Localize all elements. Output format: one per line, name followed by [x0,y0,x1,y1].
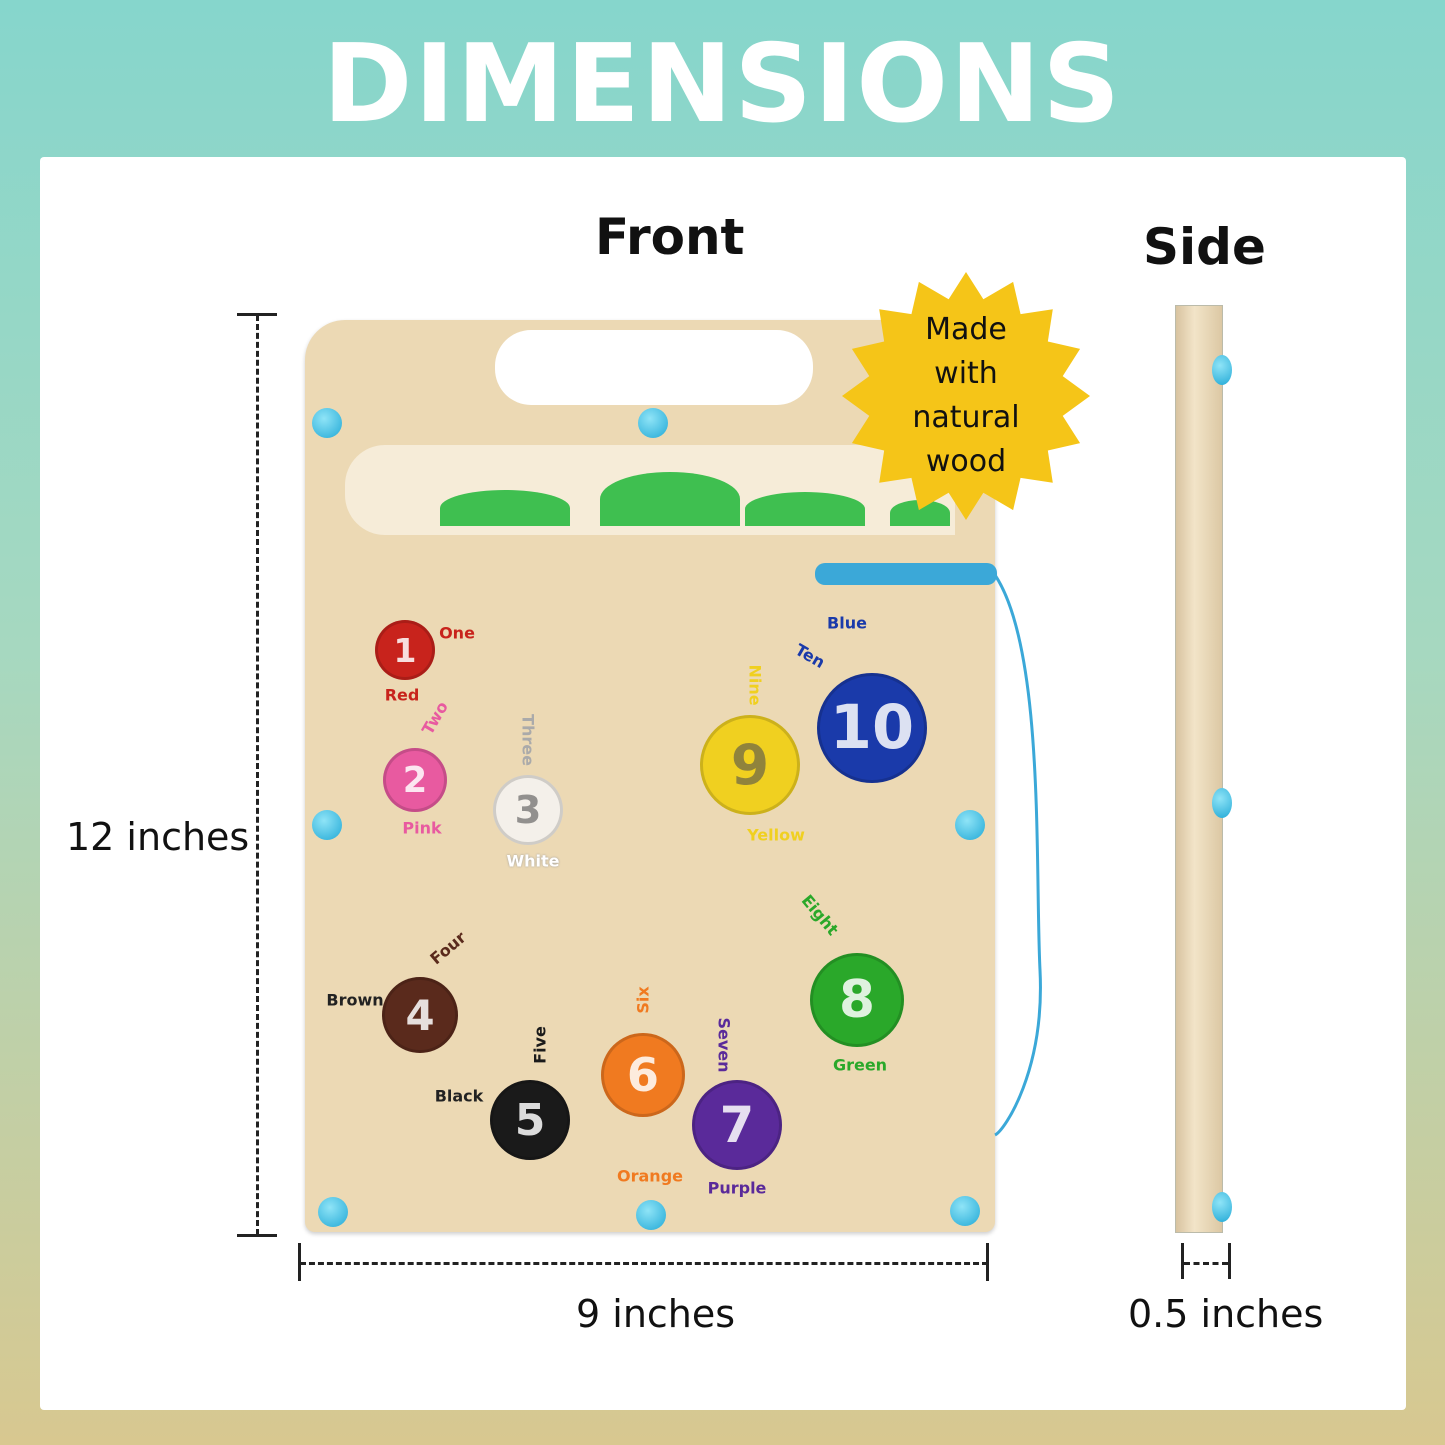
number-word-label: Six [633,986,653,1014]
bush-illustration [745,492,865,526]
bead-slot-8: 8 [810,953,904,1047]
slot-number: 7 [719,1096,755,1154]
bush-illustration [600,472,740,526]
bead-slot-2: 2 [383,748,447,812]
slot-number: 4 [405,990,435,1040]
board-side-view [1175,305,1223,1233]
number-word-label: Seven [714,1017,734,1073]
side-heading: Side [1143,218,1266,276]
color-name-label: Yellow [747,825,805,845]
slot-number: 1 [393,630,417,670]
bead-slot-1: 1 [375,620,435,680]
bead-slot-9: 9 [700,715,800,815]
color-name-label: Pink [402,818,442,838]
slot-number: 9 [730,733,770,797]
slot-number: 2 [402,759,428,801]
depth-dimension-line [1184,1262,1228,1265]
bead-slot-6: 6 [601,1033,685,1117]
slot-number: 6 [626,1048,660,1102]
color-name-label: Orange [617,1166,683,1186]
bead-slot-4: 4 [382,977,458,1053]
magnetic-pen [815,563,997,585]
number-word-label: Three [518,714,538,766]
board-handle-cutout [495,330,813,405]
number-word-label: Five [530,1026,550,1064]
width-tick-left [298,1243,301,1281]
peg-icon [318,1197,348,1227]
bead-slot-5: 5 [490,1080,570,1160]
peg-icon [312,408,342,438]
height-label: 12 inches [66,815,250,859]
depth-tick-right [1228,1243,1231,1279]
peg-icon [950,1196,980,1226]
peg-icon [1212,355,1232,385]
number-word-label: Nine [745,664,765,706]
color-name-label: Brown [326,990,384,1010]
color-name-label: Red [384,685,420,705]
number-word-label: One [439,623,475,643]
width-label: 9 inches [576,1292,736,1336]
depth-label: 0.5 inches [1128,1292,1324,1336]
peg-icon [638,408,668,438]
color-name-label: Purple [707,1178,767,1198]
natural-wood-badge: Made with natural wood [842,272,1090,520]
depth-tick-left [1181,1243,1184,1279]
width-dimension-line [300,1262,988,1265]
color-name-label: Black [434,1086,484,1106]
bead-slot-7: 7 [692,1080,782,1170]
width-tick-right [986,1243,989,1281]
slot-number: 5 [514,1094,546,1146]
color-name-label: White [506,851,560,871]
page-title: DIMENSIONS [322,22,1123,147]
slot-number: 8 [839,970,875,1030]
pen-string [993,574,1042,1137]
height-tick-top [237,313,277,316]
height-tick-bottom [237,1234,277,1237]
badge-text: Made with natural wood [912,312,1020,479]
peg-icon [1212,788,1232,818]
color-name-label: Blue [827,613,867,633]
slot-number: 3 [514,787,542,833]
peg-icon [1212,1192,1232,1222]
bead-slot-10: 10 [817,673,927,783]
peg-icon [955,810,985,840]
peg-icon [312,810,342,840]
slot-number: 10 [829,693,915,763]
bush-illustration [440,490,570,526]
front-heading: Front [595,208,745,266]
height-dimension-line [256,315,259,1235]
bead-slot-3: 3 [493,775,563,845]
peg-icon [636,1200,666,1230]
color-name-label: Green [832,1055,888,1075]
